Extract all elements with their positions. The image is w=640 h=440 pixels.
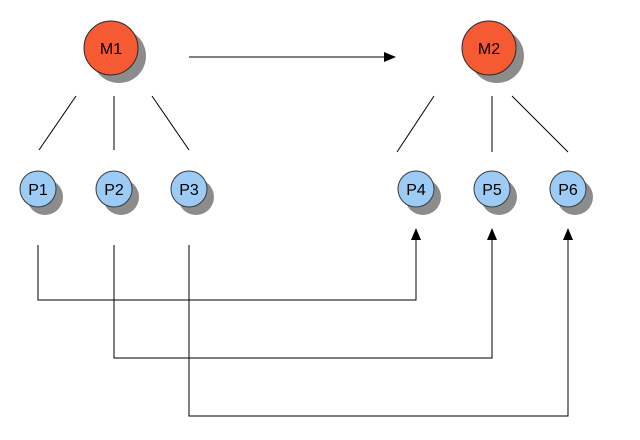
node-p2: P2 bbox=[95, 170, 139, 215]
tree-line-m1-p3 bbox=[151, 95, 190, 151]
node-p6: P6 bbox=[549, 170, 593, 215]
tree-line-m2-p4 bbox=[396, 95, 435, 153]
arrow-p1-p4 bbox=[37, 228, 421, 301]
node-m1: M1 bbox=[83, 20, 146, 83]
node-p3: P3 bbox=[170, 170, 214, 215]
node-m2: M2 bbox=[461, 20, 524, 83]
node-p1-label: P1 bbox=[28, 182, 48, 199]
node-p4-circle bbox=[397, 170, 435, 208]
node-p4-label: P4 bbox=[406, 182, 426, 199]
node-m2-label: M2 bbox=[478, 41, 500, 58]
tree-line-m2-p6 bbox=[511, 95, 569, 153]
node-m2-circle bbox=[461, 20, 517, 76]
node-p1-circle bbox=[19, 170, 57, 208]
node-p5: P5 bbox=[473, 170, 517, 215]
node-m1-label: M1 bbox=[100, 41, 122, 58]
arrow-p3-p6 bbox=[188, 228, 573, 417]
node-p3-label: P3 bbox=[179, 182, 199, 199]
node-p5-label: P5 bbox=[482, 182, 502, 199]
node-p6-label: P6 bbox=[558, 182, 578, 199]
node-p1: P1 bbox=[19, 170, 63, 215]
node-p5-circle bbox=[473, 170, 511, 208]
tree-line-m1-p1 bbox=[38, 95, 77, 151]
arrow-p2-p5 bbox=[113, 228, 497, 359]
node-p2-label: P2 bbox=[104, 182, 124, 199]
node-m1-circle bbox=[83, 20, 139, 76]
node-p6-circle bbox=[549, 170, 587, 208]
node-p4: P4 bbox=[397, 170, 441, 215]
node-p3-circle bbox=[170, 170, 208, 208]
node-p2-circle bbox=[95, 170, 133, 208]
